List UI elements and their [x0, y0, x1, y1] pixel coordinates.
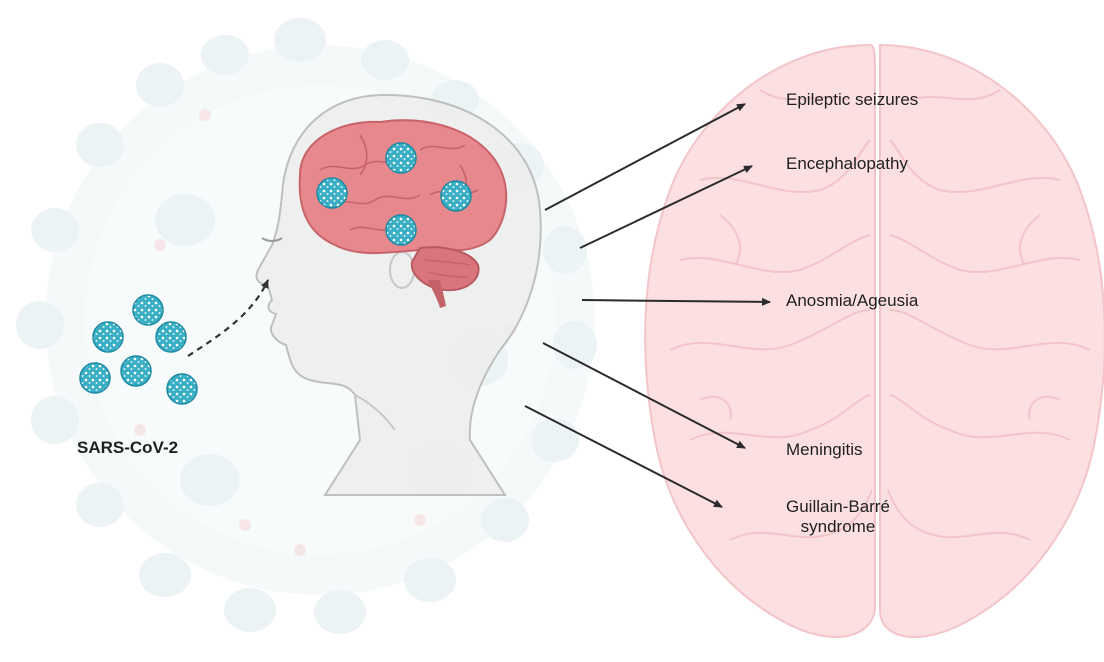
symptom-label-anosmia-ageusia: Anosmia/Ageusia — [786, 291, 918, 311]
virus-particle-icon — [80, 363, 110, 393]
virus-particle-icon — [133, 295, 163, 325]
virus-particle-icon — [317, 178, 347, 208]
symptom-label-epileptic-seizures: Epileptic seizures — [786, 90, 918, 110]
virus-particle-icon — [386, 215, 416, 245]
virus-particle-icon — [167, 374, 197, 404]
symptom-label-guillain-barre-line2: syndrome — [786, 517, 890, 537]
symptom-label-guillain-barre: Guillain-Barré syndrome — [786, 497, 890, 537]
virus-particle-icon — [386, 143, 416, 173]
symptom-label-guillain-barre-line1: Guillain-Barré — [786, 497, 890, 517]
virus-label: SARS-CoV-2 — [77, 438, 178, 458]
symptom-label-encephalopathy: Encephalopathy — [786, 154, 908, 174]
virus-particle-icon — [441, 181, 471, 211]
virus-particle-icon — [93, 322, 123, 352]
virus-particle-icon — [121, 356, 151, 386]
symptom-label-meningitis: Meningitis — [786, 440, 863, 460]
virus-particle-icon — [156, 322, 186, 352]
large-brain-illustration — [645, 45, 1104, 637]
